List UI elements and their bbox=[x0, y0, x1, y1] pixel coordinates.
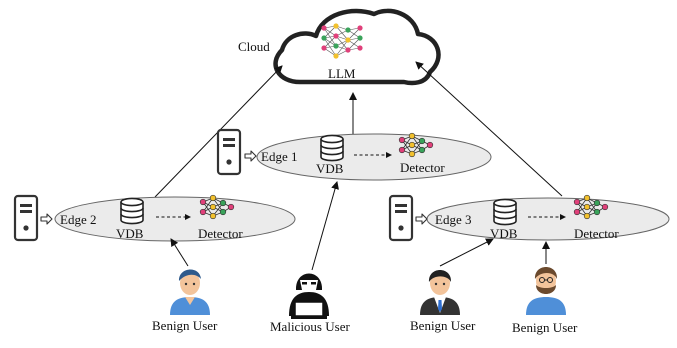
edge-3-hollow-arrow-icon bbox=[415, 213, 428, 225]
edge-3-db-label: VDB bbox=[490, 226, 518, 241]
benign-user-avatar-icon bbox=[420, 270, 460, 315]
edge-3-database-icon bbox=[493, 198, 517, 226]
user1-to-edge2-arrow bbox=[170, 238, 189, 267]
edge-1-hollow-arrow-icon bbox=[244, 150, 257, 162]
user-label: Benign User bbox=[410, 318, 476, 333]
user-label: Benign User bbox=[152, 318, 218, 333]
edge-2-detector-label: Detector bbox=[198, 226, 243, 241]
edge-1-detector-label: Detector bbox=[400, 160, 445, 175]
edge-1-db-label: VDB bbox=[316, 161, 344, 176]
edge-2-db-label: VDB bbox=[116, 226, 144, 241]
user-label: Malicious User bbox=[270, 319, 350, 334]
edge-2-database-icon bbox=[120, 197, 144, 225]
llm-label: LLM bbox=[328, 66, 356, 81]
cloud-shape bbox=[273, 8, 441, 86]
edge-1-server-icon bbox=[216, 128, 242, 176]
edge-2-hollow-arrow-icon bbox=[40, 213, 53, 225]
edge3-to-cloud-arrow bbox=[415, 61, 563, 197]
edge-1: Edge 1 VDB Detector bbox=[216, 128, 492, 181]
edge-3: Edge 3 VDB Detector bbox=[388, 194, 670, 242]
edge-1-database-icon bbox=[320, 134, 344, 162]
user-label: Benign User bbox=[512, 320, 578, 335]
edge-2-server-icon bbox=[13, 194, 39, 242]
edge-3-server-icon bbox=[388, 194, 414, 242]
edge-3-detector-label: Detector bbox=[574, 226, 619, 241]
edge-3-label: Edge 3 bbox=[435, 212, 471, 227]
llm-network-icon bbox=[321, 23, 363, 59]
malicious-user-hacker-icon bbox=[289, 273, 329, 319]
edge-2: Edge 2 VDB Detector bbox=[13, 194, 296, 242]
edge-1-label: Edge 1 bbox=[261, 149, 297, 164]
edge-2-label: Edge 2 bbox=[60, 212, 96, 227]
malicious-user-to-edge1-arrow bbox=[311, 181, 339, 271]
benign-user-avatar-icon bbox=[170, 269, 210, 315]
user3-to-edge3-arrow bbox=[439, 238, 494, 267]
benign-user-avatar-icon bbox=[526, 267, 566, 315]
cloud-label: Cloud bbox=[238, 39, 270, 54]
